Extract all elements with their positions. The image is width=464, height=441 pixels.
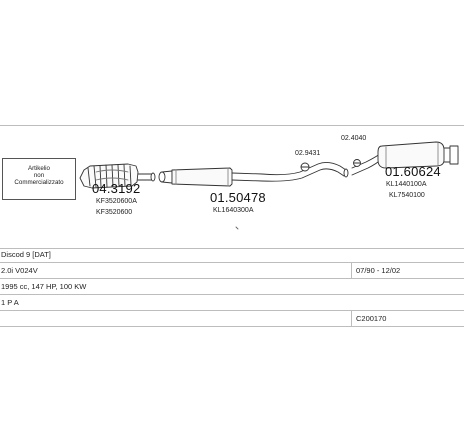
catalytic-converter-number: 04.3192 <box>92 181 141 196</box>
body-type-text: 1 P A <box>1 298 19 307</box>
table-row-divider <box>0 278 464 279</box>
rear-silencer-ref-2: KL7540100 <box>389 192 425 199</box>
table-column-divider <box>351 262 352 278</box>
clamp-drawings <box>300 159 361 172</box>
clamp-1-number: 02.9431 <box>295 150 321 157</box>
table-row-divider <box>0 262 464 263</box>
table-column-divider <box>351 310 352 326</box>
note-line-3: Commercializzato <box>14 179 64 186</box>
rear-silencer-ref-1: KL1440100A <box>386 181 427 188</box>
engine-specs-text: 1995 cc, 147 HP, 100 KW <box>1 282 87 291</box>
not-commercialized-note: Artikelio non Commercializzato <box>2 158 76 200</box>
clamp-2-number: 02.4040 <box>341 135 367 142</box>
catalytic-converter-ref-2: KF3520600 <box>96 209 133 216</box>
rear-silencer-number: 01.60624 <box>385 164 441 179</box>
note-line-1: Artikelio <box>27 165 50 172</box>
table-row-divider <box>0 326 464 327</box>
catalytic-converter-drawing <box>79 163 156 189</box>
date-range-text: 07/90 - 12/02 <box>356 266 401 275</box>
note-line-2: non <box>33 172 45 179</box>
middle-silencer-drawing <box>158 161 349 187</box>
rear-silencer-drawing <box>351 141 459 176</box>
catalytic-converter-ref-1: KF3520600A <box>96 198 137 205</box>
exhaust-system-diagram <box>79 141 459 230</box>
model-text: Discod 9 [DAT] <box>1 250 51 259</box>
top-separator <box>0 125 464 126</box>
middle-silencer-number: 01.50478 <box>210 190 266 205</box>
engine-text: 2.0i V024V <box>1 266 38 275</box>
table-row-divider <box>0 248 464 249</box>
middle-silencer-ref: KL1640300A <box>213 207 254 214</box>
table-row-divider <box>0 294 464 295</box>
table-row-divider <box>0 310 464 311</box>
product-code-text: C200170 <box>356 314 387 323</box>
